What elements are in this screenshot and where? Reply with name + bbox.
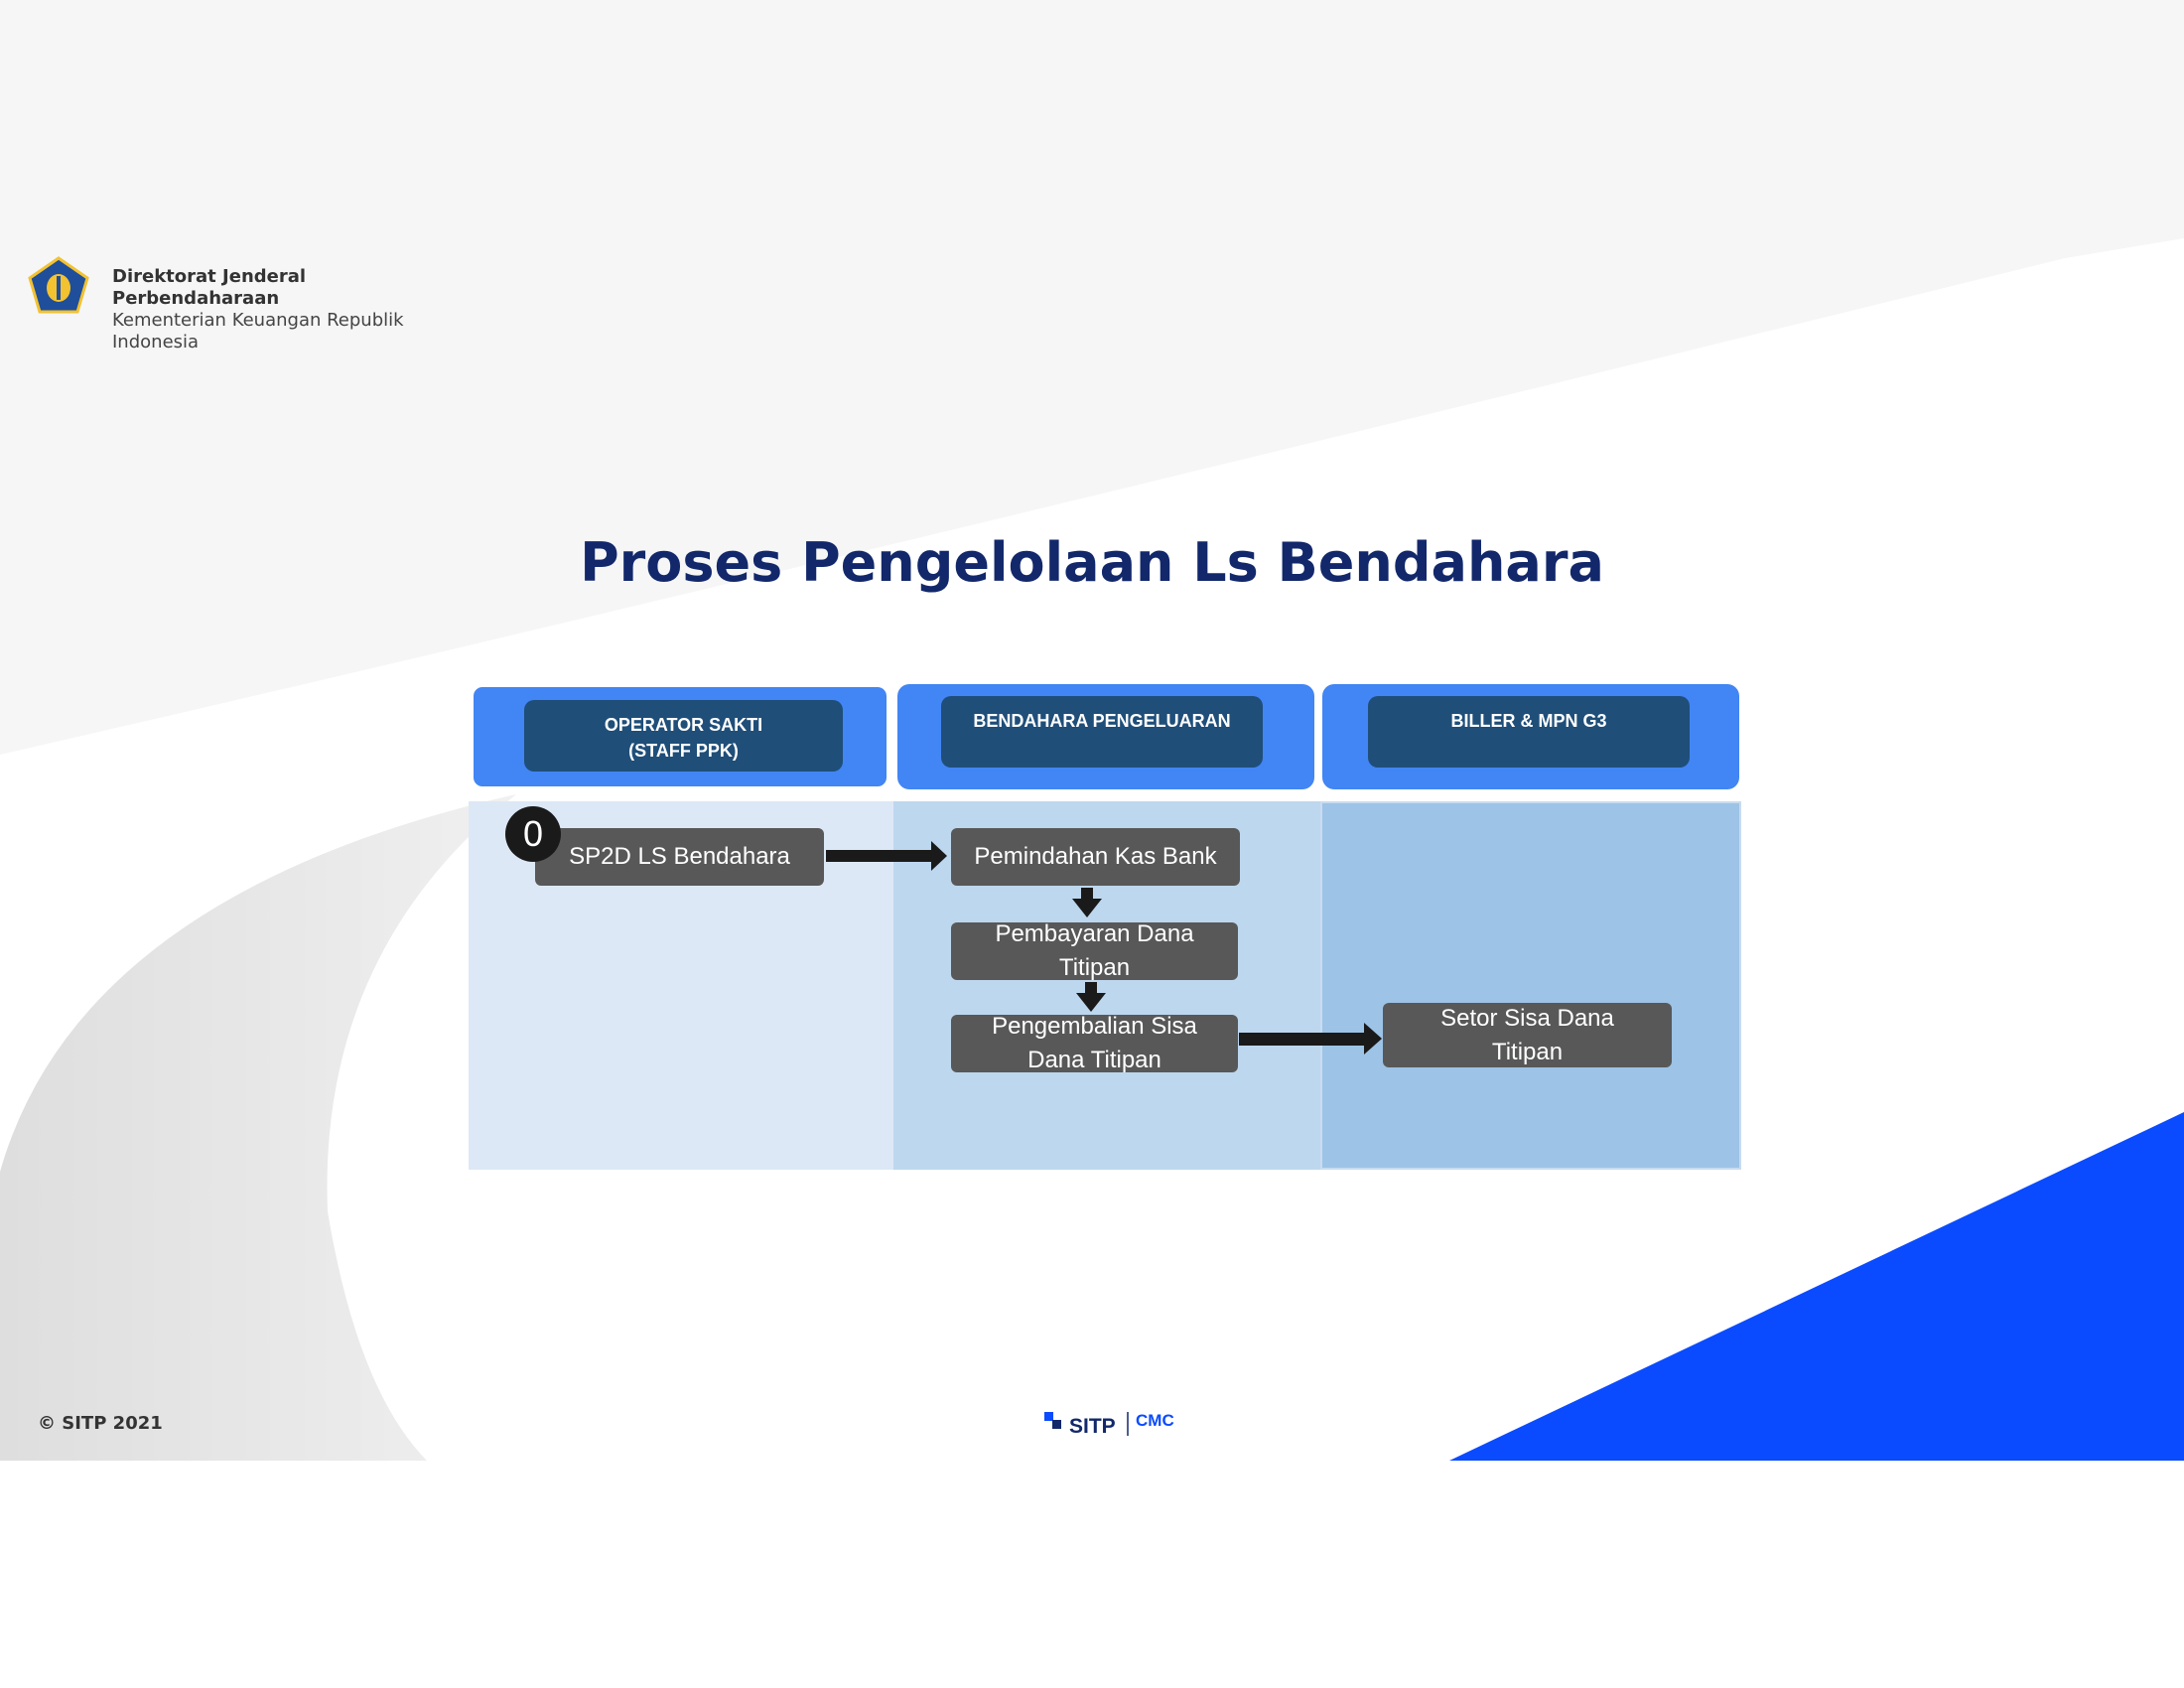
step-label: Pemindahan Kas Bank — [974, 843, 1217, 870]
page-title: Proses Pengelolaan Ls Bendahara — [580, 531, 1604, 594]
arrow-pemindahan-to-pembayaran — [1081, 888, 1093, 902]
step-label-line-1: Pengembalian Sisa — [992, 1013, 1197, 1040]
org-line-2: Perbendaharaan — [112, 288, 280, 309]
step-pemindahan-kas-bank: Pemindahan Kas Bank — [951, 828, 1240, 886]
step-label-line-2: Dana Titipan — [1027, 1047, 1161, 1073]
step-label-line-1: Setor Sisa Dana — [1440, 1004, 1614, 1032]
org-line-4: Indonesia — [112, 332, 200, 352]
lane-label-line-2: (STAFF PPK) — [628, 741, 739, 761]
arrow-pengembalian-to-setor — [1239, 1033, 1368, 1046]
lane-label-line-1: OPERATOR SAKTI — [604, 715, 763, 735]
flow-arrows — [826, 841, 1382, 1055]
step-label-line-2: Titipan — [1058, 954, 1131, 981]
lane-label-line-1: BILLER & MPN G3 — [1450, 711, 1607, 731]
step-sp2d-ls-bendahara: SP2D LS Bendahara — [535, 828, 824, 886]
step-pembayaran-dana-titipan: Pembayaran Dana Titipan — [951, 920, 1238, 981]
logo-text-cmc: CMC — [1136, 1411, 1174, 1430]
kemenkeu-logo-icon — [28, 256, 89, 314]
lane-header-bendahara: BENDAHARA PENGELUARAN — [897, 684, 1314, 789]
arrow-pembayaran-to-pengembalian — [1085, 982, 1097, 996]
copyright: © SITP 2021 — [38, 1413, 163, 1434]
lane-label-bendahara: BENDAHARA PENGELUARAN — [941, 696, 1263, 768]
org-line-3: Kementerian Keuangan Republik — [112, 310, 404, 331]
lane-label-biller: BILLER & MPN G3 — [1368, 696, 1690, 768]
step-number-badge: 0 — [505, 806, 561, 862]
lane-body-biller — [1320, 801, 1741, 1170]
slide: Direktorat Jenderal Perbendaharaan Kemen… — [0, 256, 2184, 1461]
org-name: Direktorat Jenderal Perbendaharaan Kemen… — [112, 266, 404, 353]
step-label-line-2: Titipan — [1491, 1038, 1564, 1065]
org-line-1: Direktorat Jenderal — [112, 266, 307, 287]
arrow-sp2d-to-pemindahan — [826, 850, 935, 862]
step-label-line-1: Pembayaran Dana — [995, 920, 1194, 947]
step-setor-sisa-dana-titipan: Setor Sisa Dana Titipan — [1383, 1003, 1672, 1067]
lane-header-biller: BILLER & MPN G3 — [1322, 684, 1739, 789]
step-label: SP2D LS Bendahara — [569, 843, 790, 870]
lane-header-operator: OPERATOR SAKTI (STAFF PPK) — [471, 684, 889, 789]
lane-label-operator: OPERATOR SAKTI (STAFF PPK) — [524, 700, 843, 772]
sitp-cmc-logo: SITP CMC — [1044, 1411, 1174, 1438]
lane-label-line-1: BENDAHARA PENGELUARAN — [973, 711, 1231, 731]
blue-corner-triangle — [1449, 1112, 2184, 1461]
logo-text-sitp: SITP — [1069, 1415, 1116, 1438]
step-pengembalian-sisa-dana-titipan: Pengembalian Sisa Dana Titipan — [951, 1013, 1238, 1073]
